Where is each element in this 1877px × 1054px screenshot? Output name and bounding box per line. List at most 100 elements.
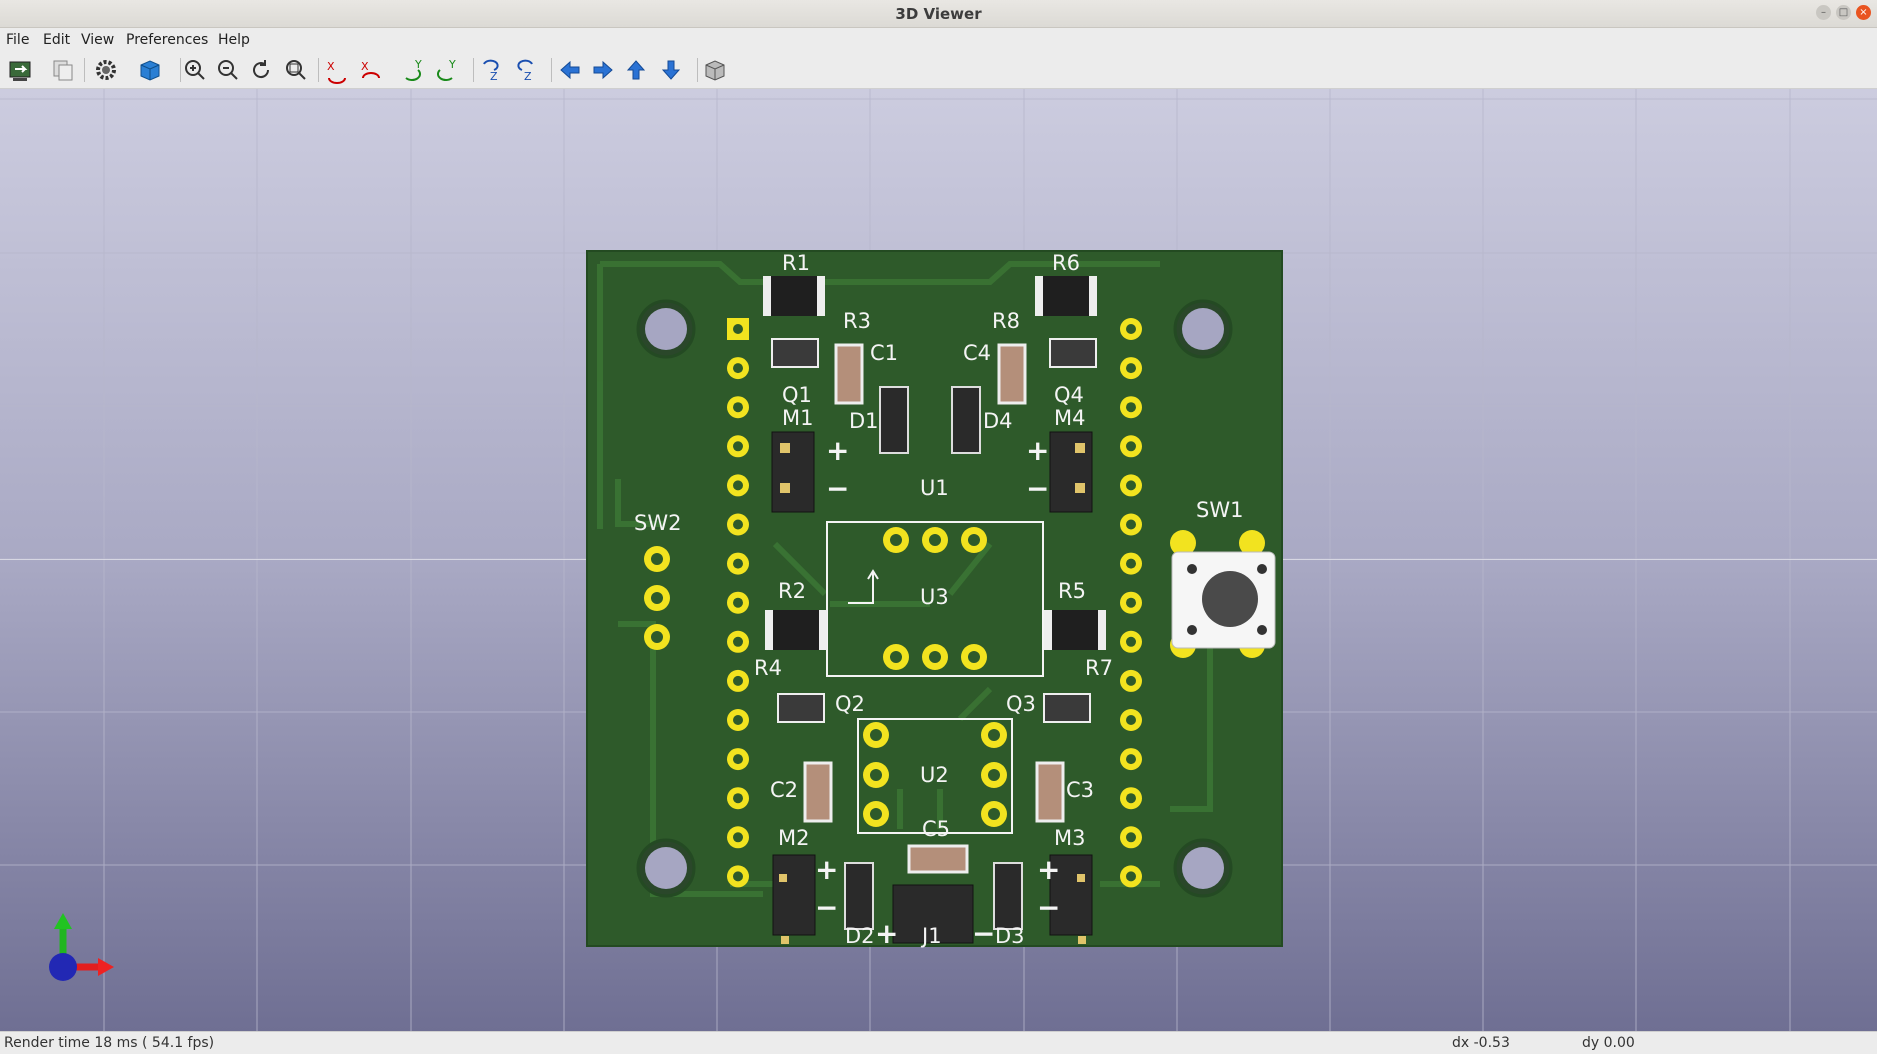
rotate-z-cw-icon[interactable]: Z — [477, 55, 507, 85]
silk-label-r3: R3 — [843, 309, 871, 333]
pad-hole — [733, 636, 743, 647]
menu-bar: File Edit View Preferences Help — [0, 28, 1877, 52]
svg-text:Z: Z — [490, 70, 498, 83]
minimize-button[interactable]: – — [1816, 5, 1831, 20]
pad-hole — [733, 363, 743, 374]
3d-cube-icon[interactable] — [135, 55, 165, 85]
render-time-text: Render time 18 ms ( 54.1 fps) — [4, 1035, 215, 1051]
silk-label-q2: Q2 — [835, 692, 865, 716]
silk-label-r4: R4 — [754, 656, 782, 680]
pad-hole — [733, 519, 743, 530]
dy-readout: dy 0.00 — [1582, 1035, 1635, 1051]
rotate-x-cw-icon[interactable]: X — [322, 55, 352, 85]
rotate-z-ccw-icon[interactable]: Z — [511, 55, 541, 85]
silk-label-q3: Q3 — [1006, 692, 1036, 716]
zoom-in-icon[interactable] — [180, 55, 210, 85]
title-bar: 3D Viewer – □ × — [0, 0, 1877, 28]
rotate-x-ccw-icon[interactable]: X — [356, 55, 386, 85]
pcb-board: R1R6R3R8C1C4Q1Q4M1M4D1D4U1SW2SW1R2R5U3R4… — [586, 250, 1283, 950]
silk-label-u3: U3 — [920, 585, 949, 609]
silk-label-r1: R1 — [782, 251, 810, 275]
toolbar: X X Y Y Z Z — [0, 52, 1877, 89]
axis-gizmo — [49, 913, 114, 981]
plus-marker: + — [875, 917, 898, 950]
move-down-icon[interactable] — [656, 55, 686, 85]
pad-hole — [1126, 754, 1136, 765]
rotate-y-ccw-icon[interactable]: Y — [434, 55, 464, 85]
plus-marker: + — [815, 853, 838, 886]
menu-file[interactable]: File — [6, 32, 30, 48]
render-raytracing-icon[interactable] — [5, 55, 35, 85]
silk-label-c3: C3 — [1066, 778, 1094, 802]
svg-text:Y: Y — [448, 58, 456, 71]
silk-label-r5: R5 — [1058, 579, 1086, 603]
maximize-button[interactable]: □ — [1836, 5, 1851, 20]
close-button[interactable]: × — [1856, 5, 1871, 20]
pad-hole — [1126, 402, 1136, 413]
pad-hole — [1126, 480, 1136, 491]
pad-hole — [733, 832, 743, 843]
silk-label-m1: M1 — [782, 406, 813, 430]
pad-hole — [733, 754, 743, 765]
silk-label-u2: U2 — [920, 763, 949, 787]
pad-hole — [733, 402, 743, 413]
minus-marker: − — [1037, 891, 1060, 924]
zoom-fit-icon[interactable] — [281, 55, 311, 85]
redraw-icon[interactable] — [246, 55, 276, 85]
pad-hole — [1126, 363, 1136, 374]
dx-readout: dx -0.53 — [1452, 1035, 1510, 1051]
pad-hole — [1126, 675, 1136, 686]
silk-label-j1: J1 — [920, 924, 942, 948]
move-left-icon[interactable] — [555, 55, 585, 85]
menu-help[interactable]: Help — [218, 32, 250, 48]
silk-label-q1: Q1 — [782, 383, 812, 407]
silk-label-d2: D2 — [845, 924, 875, 948]
pad-hole — [733, 324, 743, 334]
pad-hole — [1126, 793, 1136, 804]
pad-hole — [1126, 519, 1136, 530]
copy-image-icon[interactable] — [48, 55, 78, 85]
pad-hole — [733, 793, 743, 804]
zoom-out-icon[interactable] — [213, 55, 243, 85]
silk-label-d1: D1 — [849, 409, 879, 433]
pad-hole — [1126, 558, 1136, 569]
pad-hole — [1126, 715, 1136, 725]
silk-label-sw2: SW2 — [634, 511, 681, 535]
pad-hole — [1126, 597, 1136, 608]
move-right-icon[interactable] — [588, 55, 618, 85]
pad-hole — [1126, 441, 1136, 452]
pad-hole — [733, 715, 743, 725]
menu-preferences[interactable]: Preferences — [126, 32, 209, 48]
silk-label-r8: R8 — [992, 309, 1020, 333]
silk-label-r6: R6 — [1052, 251, 1080, 275]
rotate-y-cw-icon[interactable]: Y — [400, 55, 430, 85]
move-up-icon[interactable] — [621, 55, 651, 85]
ortho-view-icon[interactable] — [700, 55, 730, 85]
silk-label-c4: C4 — [963, 341, 991, 365]
menu-edit[interactable]: Edit — [43, 32, 71, 48]
silk-label-r2: R2 — [778, 579, 806, 603]
svg-text:X: X — [361, 60, 369, 73]
pad-hole — [733, 441, 743, 452]
svg-text:X: X — [327, 60, 335, 73]
pad-hole — [1126, 636, 1136, 647]
minus-marker: − — [1026, 472, 1049, 505]
scene-svg: R1R6R3R8C1C4Q1Q4M1M4D1D4U1SW2SW1R2R5U3R4… — [0, 89, 1877, 1031]
silk-label-m4: M4 — [1054, 406, 1085, 430]
silk-label-sw1: SW1 — [1196, 498, 1243, 522]
silk-label-c5: C5 — [922, 817, 950, 841]
minus-marker: − — [972, 917, 995, 950]
silk-label-u1: U1 — [920, 476, 949, 500]
pad-hole — [733, 480, 743, 491]
pad-hole — [1126, 871, 1136, 882]
silk-label-c1: C1 — [870, 341, 898, 365]
plus-marker: + — [1026, 434, 1049, 467]
silk-label-d3: D3 — [995, 924, 1025, 948]
pad-hole — [1126, 324, 1136, 334]
svg-text:Y: Y — [414, 58, 422, 71]
pad-hole — [733, 558, 743, 569]
menu-view[interactable]: View — [81, 32, 115, 48]
minus-marker: − — [826, 472, 849, 505]
settings-icon[interactable] — [91, 55, 121, 85]
